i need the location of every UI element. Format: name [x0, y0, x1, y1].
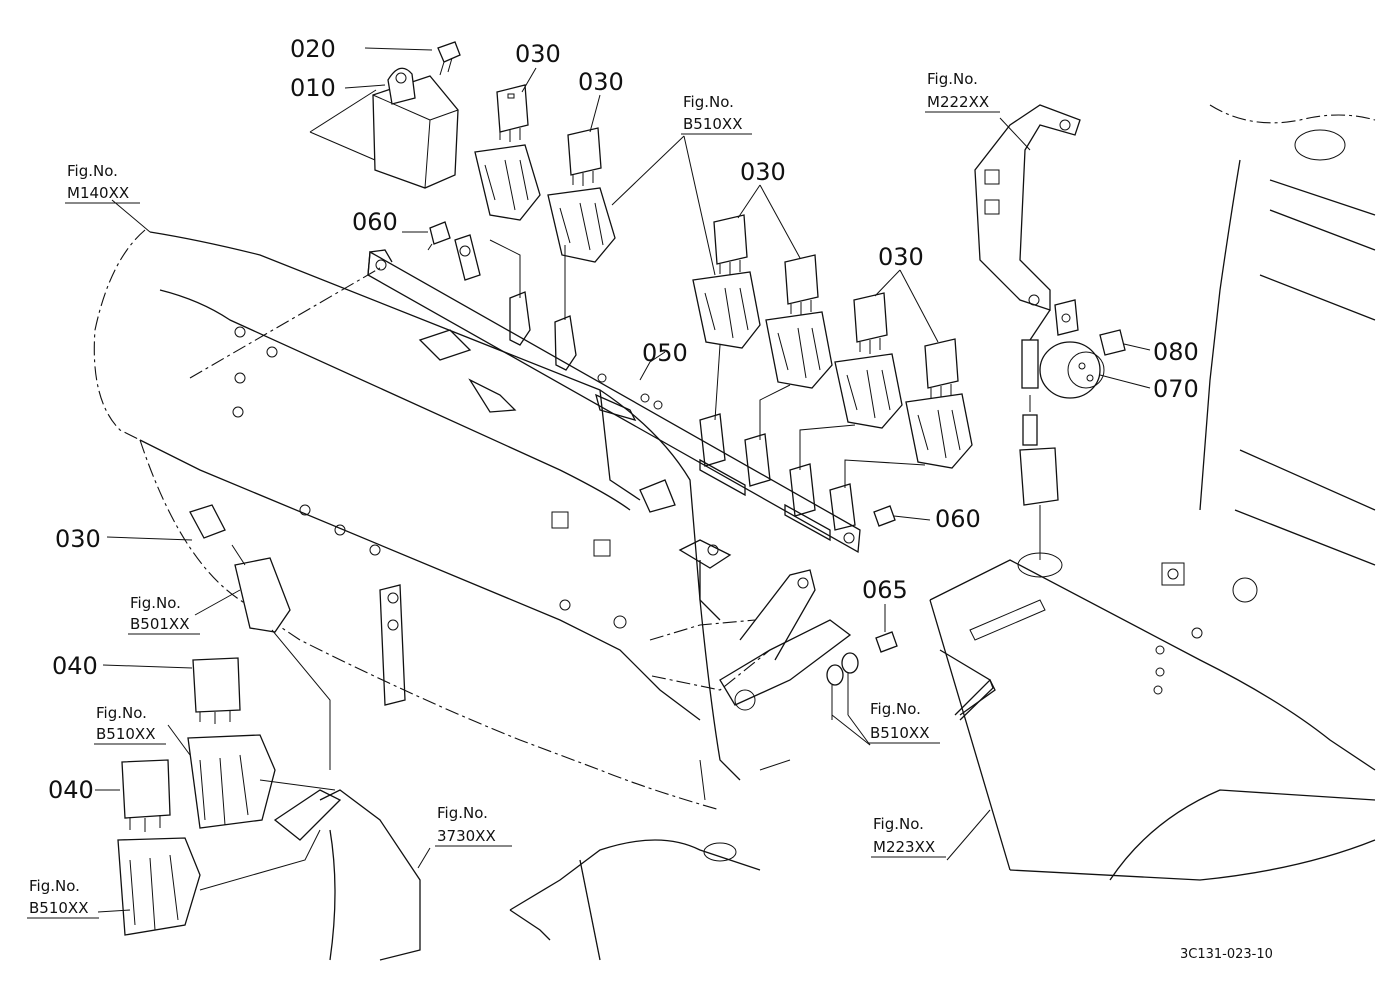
callout-060-b: 060 — [935, 505, 981, 533]
callout-030-c: 030 — [740, 158, 786, 186]
fig-ref-3730[interactable]: Fig.No. 3730XX — [435, 804, 512, 847]
callout-040-a: 040 — [52, 652, 98, 680]
fig-ref-b510-right[interactable]: Fig.No. B510XX — [868, 700, 940, 744]
callout-030-e: 030 — [55, 525, 101, 553]
svg-text:B510XX: B510XX — [96, 725, 155, 743]
callout-030-a: 030 — [515, 40, 561, 68]
svg-text:B501XX: B501XX — [130, 615, 189, 633]
bolt-060-lower — [873, 505, 896, 527]
svg-text:Fig.No.: Fig.No. — [96, 704, 147, 722]
bolt-065 — [875, 631, 898, 653]
bracket-m222 — [974, 104, 1081, 311]
dash-panel-frame — [93, 229, 741, 811]
svg-text:M222XX: M222XX — [927, 93, 989, 111]
leader-lines — [95, 47, 1151, 913]
rod-m223 — [939, 649, 996, 716]
svg-text:B510XX: B510XX — [29, 899, 88, 917]
fig-ref-b501[interactable]: Fig.No. B501XX — [128, 594, 200, 635]
relay-030-group — [189, 84, 959, 539]
drawing-id: 3C131-023-10 — [1180, 947, 1273, 962]
svg-text:Fig.No.: Fig.No. — [130, 594, 181, 612]
fig-ref-b510-bottom-left[interactable]: Fig.No. B510XX — [27, 877, 99, 919]
callout-060-a: 060 — [352, 208, 398, 236]
svg-text:Fig.No.: Fig.No. — [870, 700, 921, 718]
fig-ref-m222[interactable]: Fig.No. M222XX — [925, 70, 1000, 113]
svg-text:3730XX: 3730XX — [437, 827, 496, 845]
svg-text:B510XX: B510XX — [870, 724, 929, 742]
callout-040-b: 040 — [48, 776, 94, 804]
fig-ref-m223[interactable]: Fig.No. M223XX — [871, 815, 946, 858]
callout-010: 010 — [290, 74, 336, 102]
callout-050: 050 — [642, 339, 688, 367]
relay-040-group — [121, 657, 241, 832]
callout-080: 080 — [1153, 338, 1199, 366]
svg-text:B510XX: B510XX — [683, 115, 742, 133]
fig-ref-m140[interactable]: Fig.No. M140XX — [65, 162, 140, 204]
flasher-unit — [372, 67, 459, 189]
relay-040-socket-group — [117, 734, 276, 936]
relay-bracket — [367, 234, 861, 554]
bolt-080 — [1099, 329, 1126, 356]
callout-030-b: 030 — [578, 68, 624, 96]
relay-socket-group — [234, 144, 973, 633]
svg-text:M223XX: M223XX — [873, 838, 935, 856]
svg-text:Fig.No.: Fig.No. — [67, 162, 118, 180]
callout-labels: 020 010 030 030 030 030 060 050 060 080 … — [48, 35, 1199, 804]
svg-text:Fig.No.: Fig.No. — [29, 877, 80, 895]
buzzer-070 — [1039, 299, 1105, 399]
lower-frame — [273, 569, 852, 961]
svg-text:Fig.No.: Fig.No. — [437, 804, 488, 822]
bolt-060-upper — [427, 221, 451, 251]
fig-ref-b510-top[interactable]: Fig.No. B510XX — [681, 93, 752, 135]
wire-connector — [1019, 309, 1059, 560]
callout-030-d: 030 — [878, 243, 924, 271]
fig-ref-b510-mid-left[interactable]: Fig.No. B510XX — [94, 704, 166, 745]
bolt-020 — [437, 41, 461, 76]
svg-text:Fig.No.: Fig.No. — [873, 815, 924, 833]
right-body-panel — [929, 104, 1376, 881]
svg-text:Fig.No.: Fig.No. — [683, 93, 734, 111]
svg-text:M140XX: M140XX — [67, 184, 129, 202]
callout-070: 070 — [1153, 375, 1199, 403]
callout-065: 065 — [862, 576, 908, 604]
svg-text:Fig.No.: Fig.No. — [927, 70, 978, 88]
wire-terminals-b510 — [826, 652, 859, 720]
figure-references: Fig.No. B510XX Fig.No. M222XX Fig.No. M1… — [27, 70, 1000, 919]
callout-020: 020 — [290, 35, 336, 63]
